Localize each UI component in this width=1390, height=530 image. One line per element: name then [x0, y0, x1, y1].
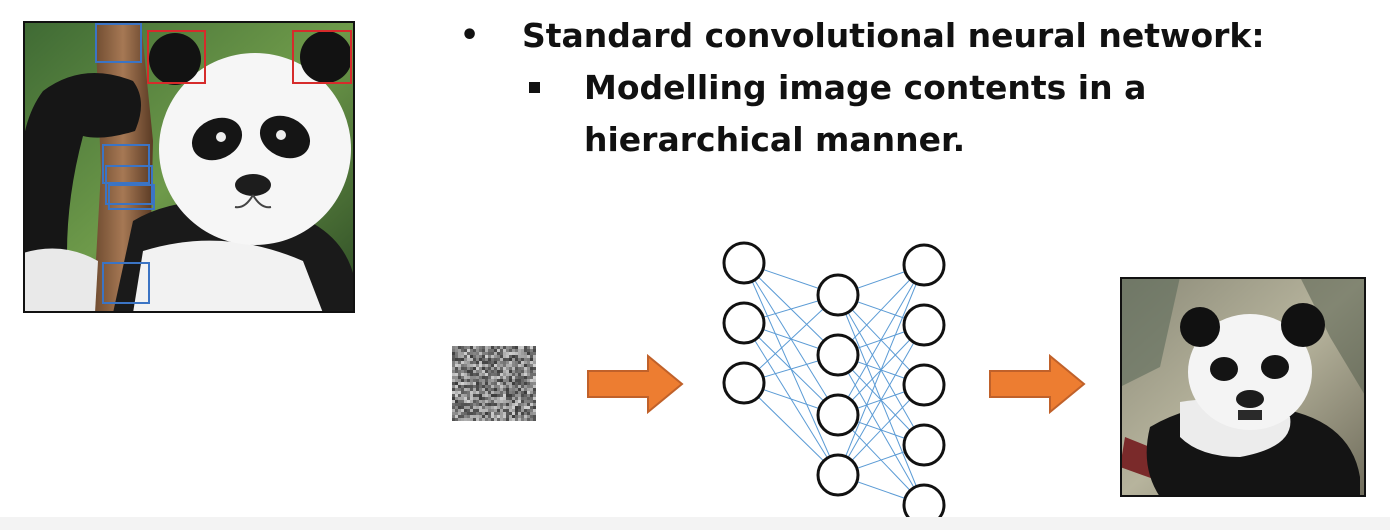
network-node	[902, 423, 946, 467]
bullet-list: • Standard convolutional neural network:…	[460, 14, 1360, 166]
arrow-right-icon	[587, 354, 684, 414]
square-bullet-icon	[529, 82, 540, 93]
network-node	[902, 303, 946, 347]
noise-image	[452, 346, 536, 421]
red-feature-box	[147, 30, 206, 84]
bullet-sub-line2: hierarchical manner.	[584, 120, 966, 159]
generated-panda-image	[1120, 277, 1366, 497]
network-node	[902, 243, 946, 287]
bottom-bar	[0, 517, 1390, 530]
bullet-sub-line1: Modelling image contents in a	[584, 68, 1147, 107]
network-node	[722, 301, 766, 345]
network-node	[816, 273, 860, 317]
bullet-dot-icon: •	[460, 18, 480, 53]
arrow-right-icon	[989, 354, 1086, 414]
bullet-item-main: • Standard convolutional neural network:	[460, 14, 1360, 58]
network-node	[816, 333, 860, 377]
neural-network-diagram	[722, 241, 946, 527]
blue-feature-box	[95, 23, 142, 63]
red-feature-box	[292, 30, 352, 84]
bullet-main-text: Standard convolutional neural network:	[522, 16, 1265, 55]
network-node	[816, 393, 860, 437]
network-connection	[837, 264, 925, 476]
blue-feature-box	[108, 184, 155, 210]
bullet-item-sub: Modelling image contents in a hierarchic…	[522, 62, 1360, 166]
blue-feature-box	[102, 144, 150, 184]
network-connection	[837, 324, 925, 476]
network-connection	[837, 264, 925, 416]
blue-feature-box	[102, 262, 150, 304]
network-connection	[743, 382, 839, 476]
network-node	[722, 361, 766, 405]
network-node	[816, 453, 860, 497]
network-node	[722, 241, 766, 285]
network-node	[902, 363, 946, 407]
panda-photo	[23, 21, 355, 313]
